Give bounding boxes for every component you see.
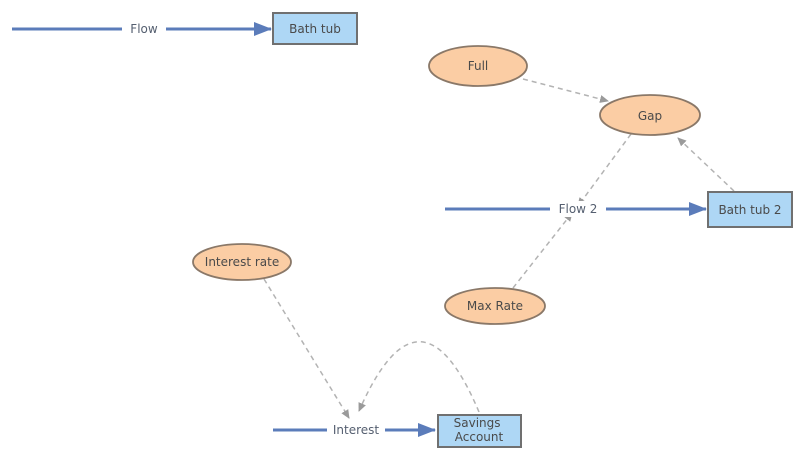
flow-arrow-interest[interactable]: Interest <box>273 422 436 438</box>
link-maxrate-to-flow2[interactable] <box>512 212 573 289</box>
stock-bath-tub-2-shape[interactable] <box>707 191 793 228</box>
variable-full-shape[interactable] <box>428 45 528 87</box>
variable-full-label: Full <box>468 59 489 73</box>
flow-arrow-flow[interactable]: Flow <box>12 21 272 37</box>
stock-bath-tub-label: Bath tub <box>289 22 341 36</box>
variable-gap-label: Gap <box>638 109 662 123</box>
flow2-label-bg <box>550 201 606 217</box>
link-gap-to-flow2[interactable] <box>577 133 632 207</box>
variable-full[interactable]: Full <box>428 45 528 87</box>
flow-arrow-flow2[interactable]: Flow 2 <box>445 201 707 217</box>
stock-bath-tub-shape[interactable] <box>272 12 358 45</box>
variable-gap-shape[interactable] <box>599 94 701 136</box>
stock-bath-tub-2-label: Bath tub 2 <box>718 203 781 217</box>
flow2-label: Flow 2 <box>559 202 598 216</box>
stock-bath-tub-2[interactable]: Bath tub 2 <box>707 191 793 228</box>
stock-savings-account[interactable]: Savings Account <box>437 414 522 448</box>
variable-max-rate-shape[interactable] <box>444 287 546 325</box>
link-full-to-gap[interactable] <box>522 78 609 103</box>
variable-max-rate[interactable]: Max Rate <box>444 287 546 325</box>
variable-gap[interactable]: Gap <box>599 94 701 136</box>
link-bathtub2-to-gap[interactable] <box>677 137 735 192</box>
link-interestrate-to-interest[interactable] <box>263 278 350 419</box>
stock-savings-account-label: Savings Account <box>454 416 505 444</box>
stock-savings-account-shape[interactable] <box>437 414 522 448</box>
flow-label: Flow <box>130 22 158 36</box>
interest-label-bg <box>327 422 385 438</box>
variable-max-rate-label: Max Rate <box>467 299 523 313</box>
variable-interest-rate[interactable]: Interest rate <box>192 243 292 281</box>
variable-interest-rate-shape[interactable] <box>192 243 292 281</box>
flow-label-bg <box>122 21 166 37</box>
interest-label: Interest <box>333 423 380 437</box>
link-savingsaccount-to-interest[interactable] <box>358 341 480 413</box>
variable-interest-rate-label: Interest rate <box>205 255 279 269</box>
stock-bath-tub[interactable]: Bath tub <box>272 12 358 45</box>
